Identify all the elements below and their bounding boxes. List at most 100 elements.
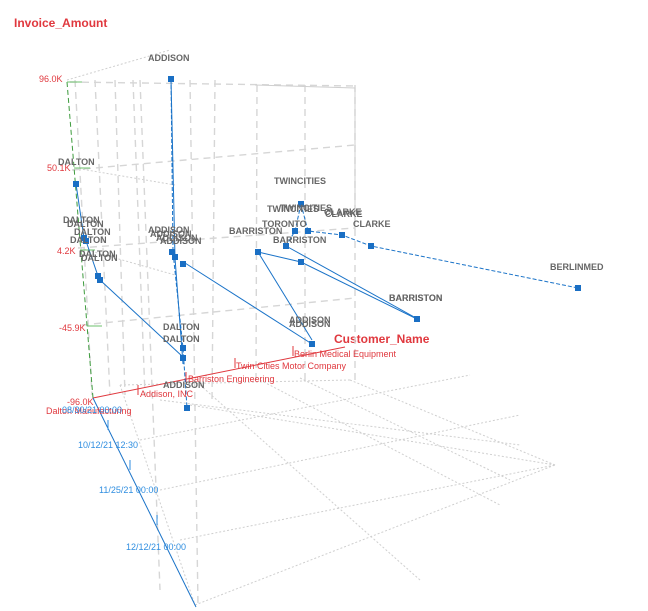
data-point-marker <box>575 285 581 291</box>
x-tick-label: Dalton Manufacturing <box>46 406 132 416</box>
data-point-marker <box>255 249 261 255</box>
z-axis-line <box>92 397 197 608</box>
y-tick-label: -96.0K <box>67 397 94 407</box>
wall-grid-line <box>81 297 356 326</box>
point-label: ADDISON <box>163 380 205 390</box>
data-point-marker <box>414 316 420 322</box>
data-point-marker <box>180 355 186 361</box>
point-label: BARRISTON <box>229 226 282 236</box>
wall-grid-line <box>255 84 258 381</box>
floor-grid-line <box>179 464 556 541</box>
point-label: CLARKE <box>324 207 362 217</box>
data-point-marker <box>180 345 186 351</box>
data-point-marker <box>97 277 103 283</box>
data-point-marker <box>168 76 174 82</box>
point-label: BERLINMED <box>550 262 604 272</box>
wall-grid-line <box>66 49 171 81</box>
point-label: TWINCITIES <box>280 203 332 213</box>
point-label: DALTON <box>74 227 111 237</box>
point-label: DALTON <box>163 322 200 332</box>
point-label: DALTON <box>163 334 200 344</box>
point-label: DALTON <box>79 249 116 259</box>
point-label: DALTON <box>70 235 107 245</box>
point-label: ADDISON <box>148 225 190 235</box>
data-point-marker <box>83 238 89 244</box>
point-label: ADDISON <box>148 53 190 63</box>
point-label: BARRISTON <box>389 293 442 303</box>
data-point-marker <box>169 249 175 255</box>
point-label: BARRISTON <box>389 293 442 303</box>
wall-grid-line <box>189 79 199 606</box>
x-axis-line <box>92 346 346 399</box>
floor-grid-line <box>259 379 501 506</box>
data-point-marker <box>309 341 315 347</box>
point-label: TORONTO <box>262 219 307 229</box>
y-axis-title: Invoice_Amount <box>14 16 108 30</box>
wall-grid-line <box>69 81 356 87</box>
data-point-marker <box>339 232 345 238</box>
x-tick-label: Twin Cities Motor Company <box>236 361 347 371</box>
data-point-marker <box>95 273 101 279</box>
series-line-addison <box>184 262 313 345</box>
series-line-barriston <box>257 251 418 320</box>
x-axis-title: Customer_Name <box>334 332 430 346</box>
floor-grid-line <box>159 414 521 491</box>
floor-grid-line <box>299 377 511 481</box>
point-label: ADDISON <box>160 236 202 246</box>
data-point-marker <box>305 228 311 234</box>
point-label: BARRISTON <box>273 235 326 245</box>
markers <box>73 76 581 411</box>
series-line-dalton <box>99 279 184 358</box>
point-label: ADDISON <box>156 233 198 243</box>
floor-grid-line <box>199 384 421 581</box>
series-line-barriston <box>285 245 417 319</box>
y-tick-label: 4.2K <box>57 246 76 256</box>
wall-frame <box>254 84 356 230</box>
floor-grid-line <box>194 464 556 606</box>
z-tick-label: 08/30/21 00:00 <box>62 405 122 415</box>
point-label: ADDISON <box>150 229 192 239</box>
point-label: CLARKE <box>353 219 391 229</box>
grid <box>66 49 556 606</box>
wall-grid-line <box>211 79 216 401</box>
x-tick-label: Berlin Medical Equipment <box>294 349 397 359</box>
data-point-marker <box>184 405 190 411</box>
wall-grid-line <box>132 79 146 396</box>
point-label: ADDISON <box>289 315 331 325</box>
point-label: TWINCITIES <box>267 204 319 214</box>
z-tick-label: 10/12/21 12:30 <box>78 440 138 450</box>
wall-grid-line <box>94 79 111 396</box>
y-tick-label: 96.0K <box>39 74 63 84</box>
y-tick-label: -45.9K <box>59 323 86 333</box>
data-point-marker <box>172 254 178 260</box>
floor-grid-line <box>349 379 556 466</box>
point-label: ADDISON <box>289 319 331 329</box>
wall-grid-line <box>79 247 176 276</box>
point-label: DALTON <box>63 215 100 225</box>
data-point-marker <box>73 181 79 187</box>
point-label: DALTON <box>81 253 118 263</box>
z-tick-label: 12/12/21 00:00 <box>126 542 186 552</box>
wall-grid-line <box>74 167 176 186</box>
point-label: DALTON <box>58 157 95 167</box>
data-point-marker <box>292 228 298 234</box>
data-point-marker <box>368 243 374 249</box>
wall-grid-line <box>139 79 161 591</box>
z-tick-label: 11/25/21 00:00 <box>99 485 158 495</box>
floor-grid-line <box>119 384 196 606</box>
floor-grid-line <box>159 399 521 446</box>
data-point-marker <box>180 261 186 267</box>
data-point-marker <box>298 259 304 265</box>
x-tick-label: Addison, INC <box>140 389 194 399</box>
labels: 96.0K 50.1K 4.2K -45.9K -96.0K Dalton Ma… <box>39 53 604 552</box>
y-tick-label: 50.1K <box>47 163 71 173</box>
y-axis-line <box>66 81 94 399</box>
series-line-addison <box>170 78 188 409</box>
point-label: DALTON <box>67 219 104 229</box>
data-point-marker <box>283 243 289 249</box>
point-label: TWINCITIES <box>274 176 326 186</box>
x-tick-label: Barriston Engineering <box>188 374 275 384</box>
series-line-barriston <box>257 251 313 341</box>
axes <box>66 81 346 608</box>
